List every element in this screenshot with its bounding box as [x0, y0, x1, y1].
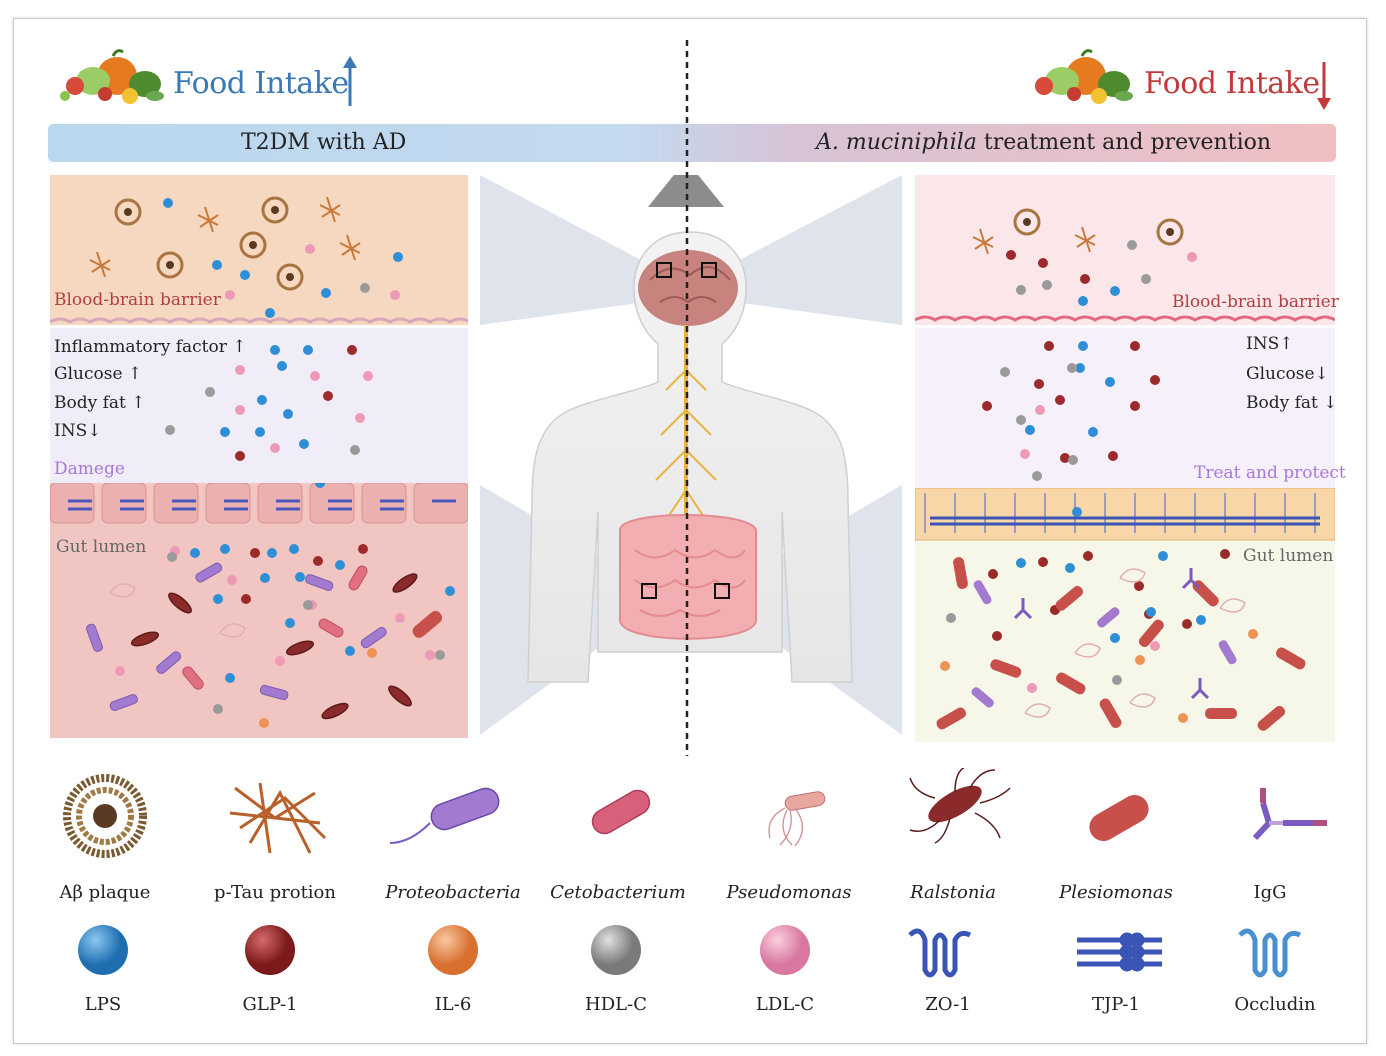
proteobacteria-icon	[389, 787, 500, 844]
hdlc-sphere-icon	[591, 925, 641, 975]
legend-row2-icons	[78, 925, 1302, 978]
right-gut-label: Gut lumen	[1243, 546, 1334, 566]
human-body-figure	[527, 231, 853, 683]
food-intake-left-title: Food Intake	[173, 66, 349, 101]
ldlc-sphere-icon	[760, 925, 810, 975]
occludin-protein-icon	[1238, 928, 1302, 978]
right-bbb-label: Blood-brain barrier	[1172, 292, 1339, 312]
tjp1-protein-icon	[1077, 932, 1162, 972]
il6-sphere-icon	[428, 925, 478, 975]
banner-right-text: A. muciniphila treatment and prevention	[816, 130, 1272, 155]
left-factor-1: Glucose ↑	[54, 364, 143, 384]
left-factor-0: Inflammatory factor ↑	[54, 337, 247, 357]
right-blood-contents	[982, 341, 1160, 481]
tau-tangle-icon	[229, 782, 327, 854]
right-gut-contents	[915, 488, 1335, 731]
left-bbb-label: Blood-brain barrier	[54, 290, 221, 310]
left-gut-contents	[50, 483, 468, 728]
left-blood-contents	[165, 345, 373, 461]
right-treat-label: Treat and protect	[1194, 463, 1346, 483]
legend-row1-icons	[63, 768, 1327, 858]
arrow-up-blue-icon	[343, 56, 357, 106]
right-factor-0: INS↑	[1246, 334, 1294, 354]
left-factor-2: Body fat ↑	[54, 393, 146, 413]
right-brain-contents	[915, 208, 1335, 322]
igg-antibody-icon	[1252, 788, 1327, 841]
intestine-shape	[619, 514, 757, 640]
center-triangle	[648, 175, 724, 207]
right-factor-2: Body fat ↓	[1246, 393, 1338, 413]
right-factor-1: Glucose↓	[1246, 364, 1329, 384]
brain-zoom-cone-left	[480, 175, 660, 325]
arrow-down-red-icon	[1317, 62, 1331, 110]
plesiomonas-icon	[1089, 795, 1149, 841]
vegetables-left-icon	[60, 49, 164, 104]
vegetables-right-icon	[1035, 49, 1133, 104]
right-brain-region	[915, 175, 1335, 325]
left-factor-3: INS↓	[54, 421, 102, 441]
food-intake-right-title: Food Intake	[1144, 66, 1320, 101]
pseudomonas-icon	[768, 791, 826, 847]
left-gut-label: Gut lumen	[56, 537, 147, 557]
comparison-banner: T2DM with AD A. muciniphila treatment an…	[48, 124, 1336, 162]
lps-sphere-icon	[78, 925, 128, 975]
brain-zoom-cone-right	[720, 175, 902, 325]
amyloid-plaque-icon	[63, 774, 147, 858]
ralstonia-icon	[909, 768, 1011, 844]
left-brain-region	[50, 175, 468, 325]
left-damage-label: Damege	[54, 459, 125, 479]
banner-left-text: T2DM with AD	[241, 130, 407, 155]
left-brain-contents	[50, 196, 468, 324]
glp1-sphere-icon	[245, 925, 295, 975]
left-blood-region	[50, 328, 468, 484]
center-divider-line	[685, 40, 689, 756]
cetobacterium-icon	[591, 789, 651, 835]
zo1-protein-icon	[908, 928, 972, 978]
